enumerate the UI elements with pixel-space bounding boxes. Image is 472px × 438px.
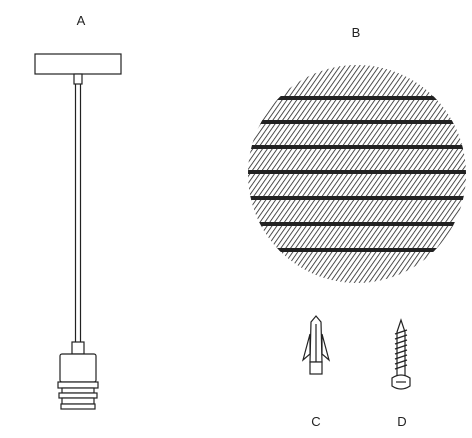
ceiling-canopy [34, 53, 122, 75]
lamp-socket-body [59, 353, 97, 383]
label-c: C [311, 414, 320, 429]
anchor-fin-right [321, 333, 331, 362]
socket-ring-1 [57, 381, 99, 389]
shade-band [248, 196, 466, 200]
screw-icon [391, 318, 411, 390]
screw-thread [394, 364, 408, 370]
screw-thread [394, 329, 408, 335]
socket-ring-3 [58, 392, 98, 399]
shade-band [248, 96, 466, 100]
label-b: B [352, 25, 361, 40]
screw-threads [394, 329, 408, 370]
shade-band [248, 120, 466, 124]
shade-bands [248, 96, 466, 252]
cord-grip [71, 341, 85, 355]
screw-thread [394, 334, 408, 340]
screw-thread [394, 354, 408, 360]
screw-thread [394, 349, 408, 355]
shade-band [248, 170, 466, 174]
label-d: D [397, 414, 406, 429]
screw-thread [394, 359, 408, 365]
pendant-lamp-holder-icon [34, 53, 122, 410]
anchor-fin-left [301, 333, 311, 362]
socket-ring-2 [61, 387, 95, 394]
socket-ring-4 [61, 397, 95, 405]
screw-thread [394, 344, 408, 350]
shade-band [248, 248, 466, 252]
wall-plug-anchor-icon [301, 315, 331, 375]
socket-base [60, 403, 96, 410]
woven-round-shade-icon [248, 65, 466, 283]
anchor-collar [309, 361, 323, 375]
screw-thread [394, 339, 408, 345]
label-a: A [77, 13, 86, 28]
shade-band [248, 145, 466, 149]
canopy-grip [73, 73, 83, 85]
shade-band [248, 222, 466, 226]
